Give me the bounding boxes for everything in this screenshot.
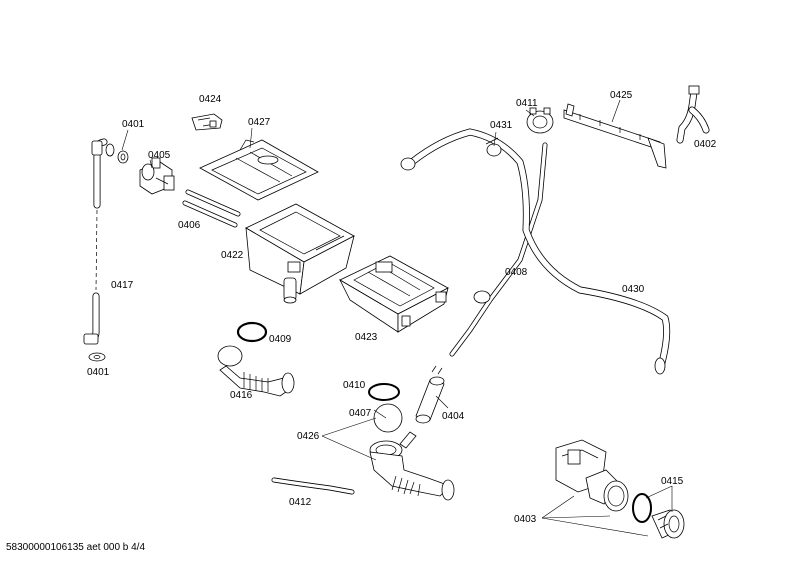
- leader-0404: [435, 395, 449, 409]
- leader-0411: [525, 109, 535, 117]
- part-0411-pressure-switch: [526, 107, 554, 134]
- label-0415: 0415: [661, 476, 684, 487]
- label-0410: 0410: [343, 380, 366, 391]
- label-0402: 0402: [694, 139, 717, 150]
- part-0416-bellows-hose: [217, 345, 295, 397]
- part-0403-pump: [555, 439, 629, 512]
- leader-0431: [493, 131, 497, 147]
- part-0417-dashed-hose: [95, 209, 98, 291]
- leader-0403b: [541, 515, 611, 519]
- part-0401-inlet-elbow: [91, 138, 129, 209]
- part-0427-tray-lid: [199, 139, 319, 201]
- leader-0426b: [321, 435, 377, 461]
- part-0415-filter: [651, 509, 685, 539]
- leader-0415a: [645, 485, 673, 499]
- label-0412: 0412: [289, 497, 312, 508]
- part-0422-drawer-housing: [245, 203, 355, 304]
- leader-0405: [149, 159, 153, 169]
- label-0405: 0405: [148, 150, 171, 161]
- label-0404: 0404: [442, 411, 465, 422]
- label-0431: 0431: [490, 120, 513, 131]
- label-0416: 0416: [230, 390, 253, 401]
- part-0423-drawer: [339, 255, 449, 333]
- label-0424: 0424: [199, 94, 222, 105]
- leader-0407: [373, 409, 387, 419]
- leader-0401a: [121, 129, 129, 151]
- part-0407-ball: [373, 403, 403, 433]
- part-0409-ring: [236, 321, 268, 343]
- label-0425: 0425: [610, 90, 633, 101]
- leader-0427: [249, 127, 253, 149]
- label-0403: 0403: [514, 514, 537, 525]
- label-0423: 0423: [355, 332, 378, 343]
- part-0402-y-fitting: [676, 85, 710, 144]
- part-0401-lower-elbow: [83, 292, 106, 362]
- label-0426: 0426: [297, 431, 320, 442]
- label-0401-bottom: 0401: [87, 367, 110, 378]
- label-0408: 0408: [505, 267, 528, 278]
- leader-0403c: [541, 517, 649, 537]
- label-0422: 0422: [221, 250, 244, 261]
- part-0410-ring: [368, 383, 400, 401]
- part-0412-small-hose: [271, 477, 355, 495]
- part-0404-pressure-chamber: [415, 365, 445, 424]
- label-0411: 0411: [516, 98, 538, 109]
- part-0415-ring: [632, 493, 652, 523]
- label-0427: 0427: [248, 117, 271, 128]
- part-0424-clip: [191, 113, 223, 131]
- label-0401-top: 0401: [122, 119, 145, 130]
- label-0407: 0407: [349, 408, 372, 419]
- label-0430: 0430: [622, 284, 645, 295]
- document-id-footer: 58300000106135 aet 000 b 4/4: [6, 542, 146, 553]
- leader-0403a: [541, 495, 575, 519]
- leader-0425: [611, 99, 621, 123]
- label-0409: 0409: [269, 334, 292, 345]
- part-0430-long-hose: [400, 128, 671, 375]
- label-0417: 0417: [111, 280, 134, 291]
- part-0406-tubes: [182, 189, 241, 228]
- part-0426-sump-hose: [369, 431, 455, 501]
- leader-0426a: [321, 417, 377, 437]
- label-0406: 0406: [178, 220, 201, 231]
- part-0405-valve: [139, 157, 175, 195]
- part-0425-rail: [563, 103, 667, 169]
- part-0408-long-hose: [449, 142, 548, 357]
